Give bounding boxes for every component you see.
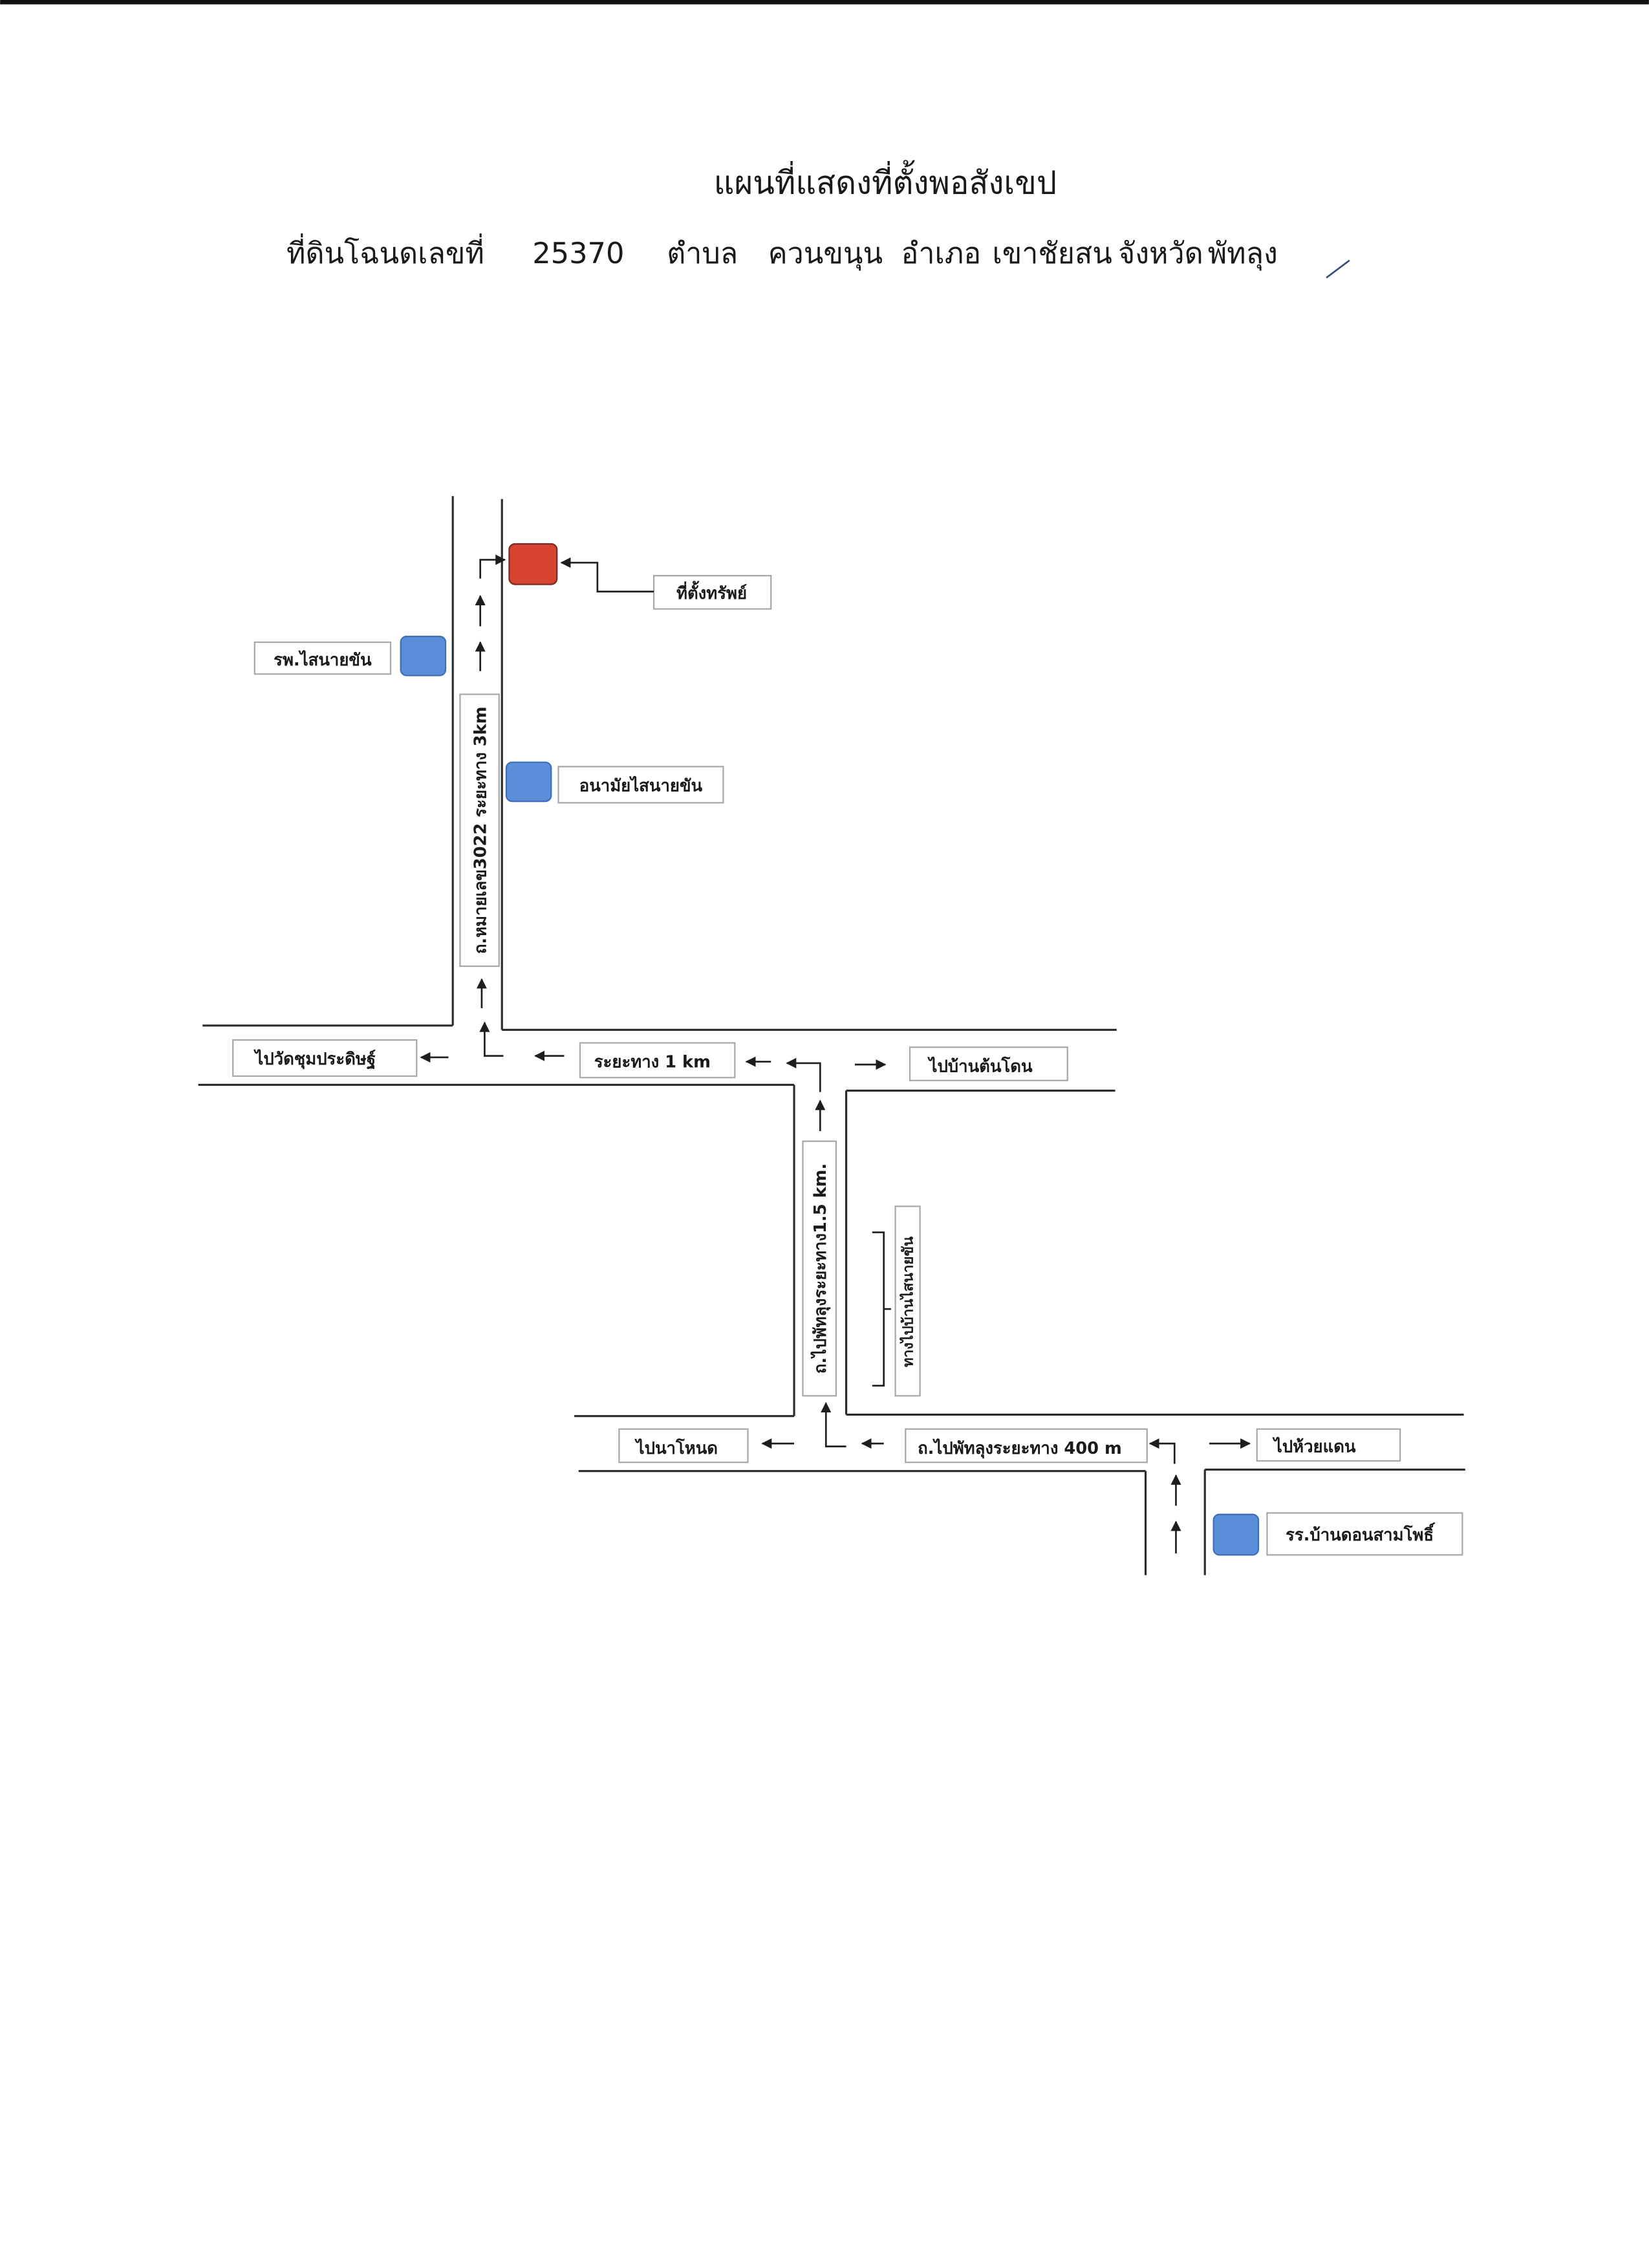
property-marker bbox=[508, 543, 558, 585]
to-ban-ton-don-label: ไปบ้านต้นโดน bbox=[927, 1056, 1033, 1076]
tambon-label: ตำบล bbox=[667, 236, 738, 270]
amphoe-value: เขาชัยสน bbox=[992, 236, 1112, 270]
health-center-label: อนามัยไสนายขัน bbox=[579, 775, 703, 795]
tambon-value: ควนขนุน bbox=[768, 236, 883, 271]
road-network bbox=[198, 496, 1465, 1575]
phatthalung-road-label-box: ถ.ไปพัทลุงระยะทาง1.5 km. bbox=[802, 1140, 837, 1397]
deed-info-line: ที่ดินโฉนดเลขที่ 25370 ตำบล ควนขนุน อำเภ… bbox=[286, 233, 1278, 271]
to-wat-label-box: ไปวัดชุมประดิษฐ์ bbox=[232, 1039, 418, 1077]
road-3022-label-box: ถ.หมายเลข3022 ระยะทาง 3km bbox=[459, 693, 500, 967]
branch-label-box: ทางไปบ้านไสนายขัน bbox=[894, 1205, 921, 1397]
page-title: แผนที่แสดงที่ตั้งพอสังเขป bbox=[714, 160, 1057, 202]
turn-north-arrow bbox=[821, 1401, 846, 1447]
amphoe-label: อำเภอ bbox=[901, 236, 982, 270]
to-wat-label: ไปวัดชุมประดิษฐ์ bbox=[253, 1049, 376, 1070]
deed-label: ที่ดินโฉนดเลขที่ bbox=[286, 233, 484, 270]
hospital-label: รพ.ไสนายขัน bbox=[274, 650, 372, 670]
distance-1km-label: ระยะทาง 1 km bbox=[594, 1053, 711, 1072]
to-na-not-label: ไปนาโหนด bbox=[634, 1438, 718, 1458]
school-label-box: รร.บ้านดอนสามโพธิ์ bbox=[1266, 1512, 1463, 1556]
province-value: พัทลุง bbox=[1208, 236, 1278, 271]
road-3022-label: ถ.หมายเลข3022 ระยะทาง 3km bbox=[471, 706, 491, 954]
route-arrows bbox=[420, 554, 1251, 1554]
property-label-box: ที่ตั้งทรัพย์ bbox=[652, 575, 772, 610]
phatthalung-road-label: ถ.ไปพัทลุงระยะทาง1.5 km. bbox=[810, 1163, 831, 1374]
health-center-label-box: อนามัยไสนายขัน bbox=[557, 766, 724, 804]
hospital-label-box: รพ.ไสนายขัน bbox=[253, 641, 392, 675]
hospital-marker bbox=[400, 635, 447, 676]
turn-west-arrow bbox=[786, 1057, 821, 1092]
scan-top-edge bbox=[0, 0, 1649, 5]
turn-onto-3022-arrow bbox=[479, 1021, 504, 1057]
to-ban-ton-don-label-box: ไปบ้านต้นโดน bbox=[909, 1046, 1068, 1081]
property-leader-arrow bbox=[560, 557, 654, 593]
to-na-not-label-box: ไปนาโหนด bbox=[618, 1428, 749, 1463]
branch-label: ทางไปบ้านไสนายขัน bbox=[899, 1236, 916, 1367]
school-label: รร.บ้านดอนสามโพธิ์ bbox=[1286, 1522, 1436, 1545]
to-huai-daen-label: ไปห้วยแดน bbox=[1272, 1437, 1356, 1457]
province-label: จังหวัด bbox=[1118, 236, 1203, 270]
branch-bracket bbox=[872, 1231, 885, 1387]
road-400m-label: ถ.ไปพัทลุงระยะทาง 400 m bbox=[918, 1438, 1122, 1459]
road-400m-label-box: ถ.ไปพัทลุงระยะทาง 400 m bbox=[905, 1428, 1148, 1463]
property-label: ที่ตั้งทรัพย์ bbox=[676, 581, 747, 603]
school-marker bbox=[1212, 1513, 1260, 1556]
turn-west-from-school-arrow bbox=[1148, 1438, 1176, 1464]
pen-tick-mark bbox=[1326, 259, 1350, 279]
distance-1km-label-box: ระยะทาง 1 km bbox=[579, 1042, 736, 1079]
health-center-marker bbox=[505, 761, 552, 803]
to-huai-daen-label-box: ไปห้วยแดน bbox=[1256, 1428, 1401, 1462]
turn-into-property-arrow bbox=[479, 554, 506, 579]
deed-number: 25370 bbox=[532, 236, 624, 270]
